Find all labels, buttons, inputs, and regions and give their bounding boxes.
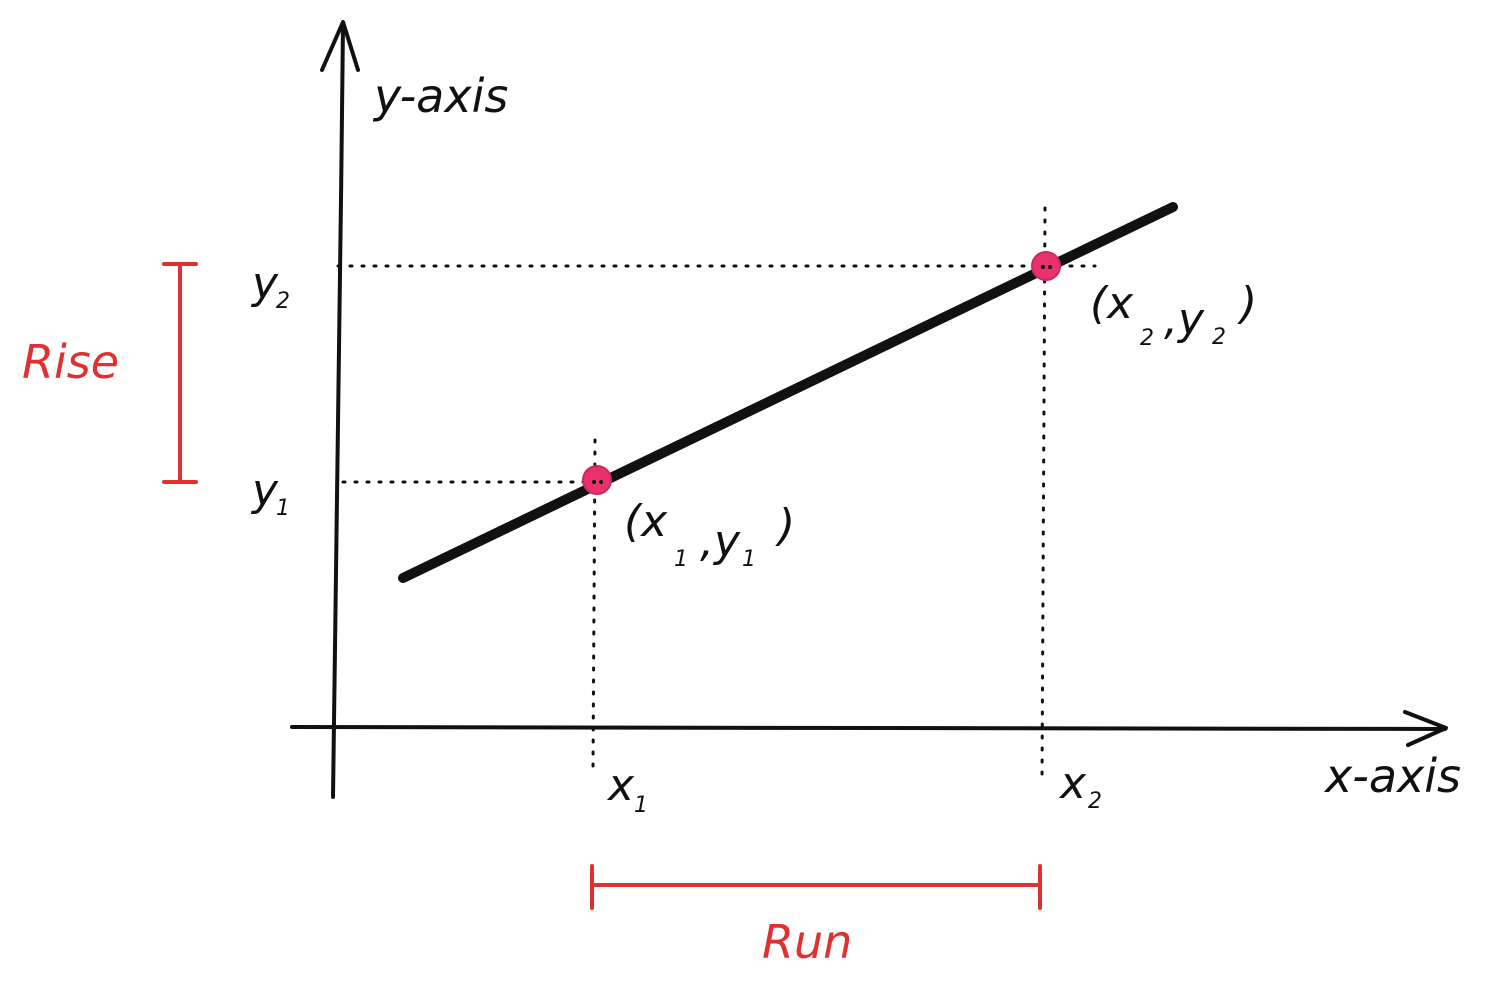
svg-text:1: 1 <box>674 547 688 572</box>
svg-text:): ) <box>1237 278 1257 329</box>
svg-text:x: x <box>1058 758 1087 809</box>
svg-text:2: 2 <box>1212 325 1226 350</box>
svg-text:1: 1 <box>742 547 756 572</box>
svg-text:(x: (x <box>624 496 668 547</box>
x-axis <box>290 710 1448 747</box>
run-label: Run <box>762 915 852 969</box>
rise-label: Rise <box>22 335 119 389</box>
svg-text:1: 1 <box>276 496 290 521</box>
svg-text:2: 2 <box>1140 326 1154 351</box>
rise-bracket <box>162 262 198 484</box>
y2-tick-label: y 2 <box>250 258 290 314</box>
y-axis-label: y-axis <box>372 69 508 123</box>
y-axis <box>320 20 360 799</box>
svg-text:,y: ,y <box>700 516 741 567</box>
svg-text:): ) <box>775 500 795 551</box>
svg-text:x: x <box>606 760 635 811</box>
svg-text:y: y <box>250 465 279 516</box>
svg-text:2: 2 <box>276 289 290 314</box>
point-1-label: (x 1 ,y 1 ) <box>624 496 795 572</box>
x-axis-label: x-axis <box>1323 749 1461 803</box>
svg-text:2: 2 <box>1088 789 1102 814</box>
svg-text:y: y <box>250 258 279 309</box>
svg-text:(x: (x <box>1090 278 1134 329</box>
x2-guide <box>1040 206 1047 784</box>
x2-tick-label: x 2 <box>1058 758 1102 814</box>
point-2 <box>1031 251 1061 281</box>
point-1 <box>582 465 612 495</box>
x1-tick-label: x 1 <box>606 760 648 818</box>
svg-text:,y: ,y <box>1164 294 1205 345</box>
point-2-label: (x 2 ,y 2 ) <box>1090 278 1257 351</box>
guide-lines <box>336 206 1097 784</box>
y1-tick-label: y 1 <box>250 465 290 521</box>
run-bracket <box>590 864 1042 910</box>
svg-text:1: 1 <box>634 793 648 818</box>
